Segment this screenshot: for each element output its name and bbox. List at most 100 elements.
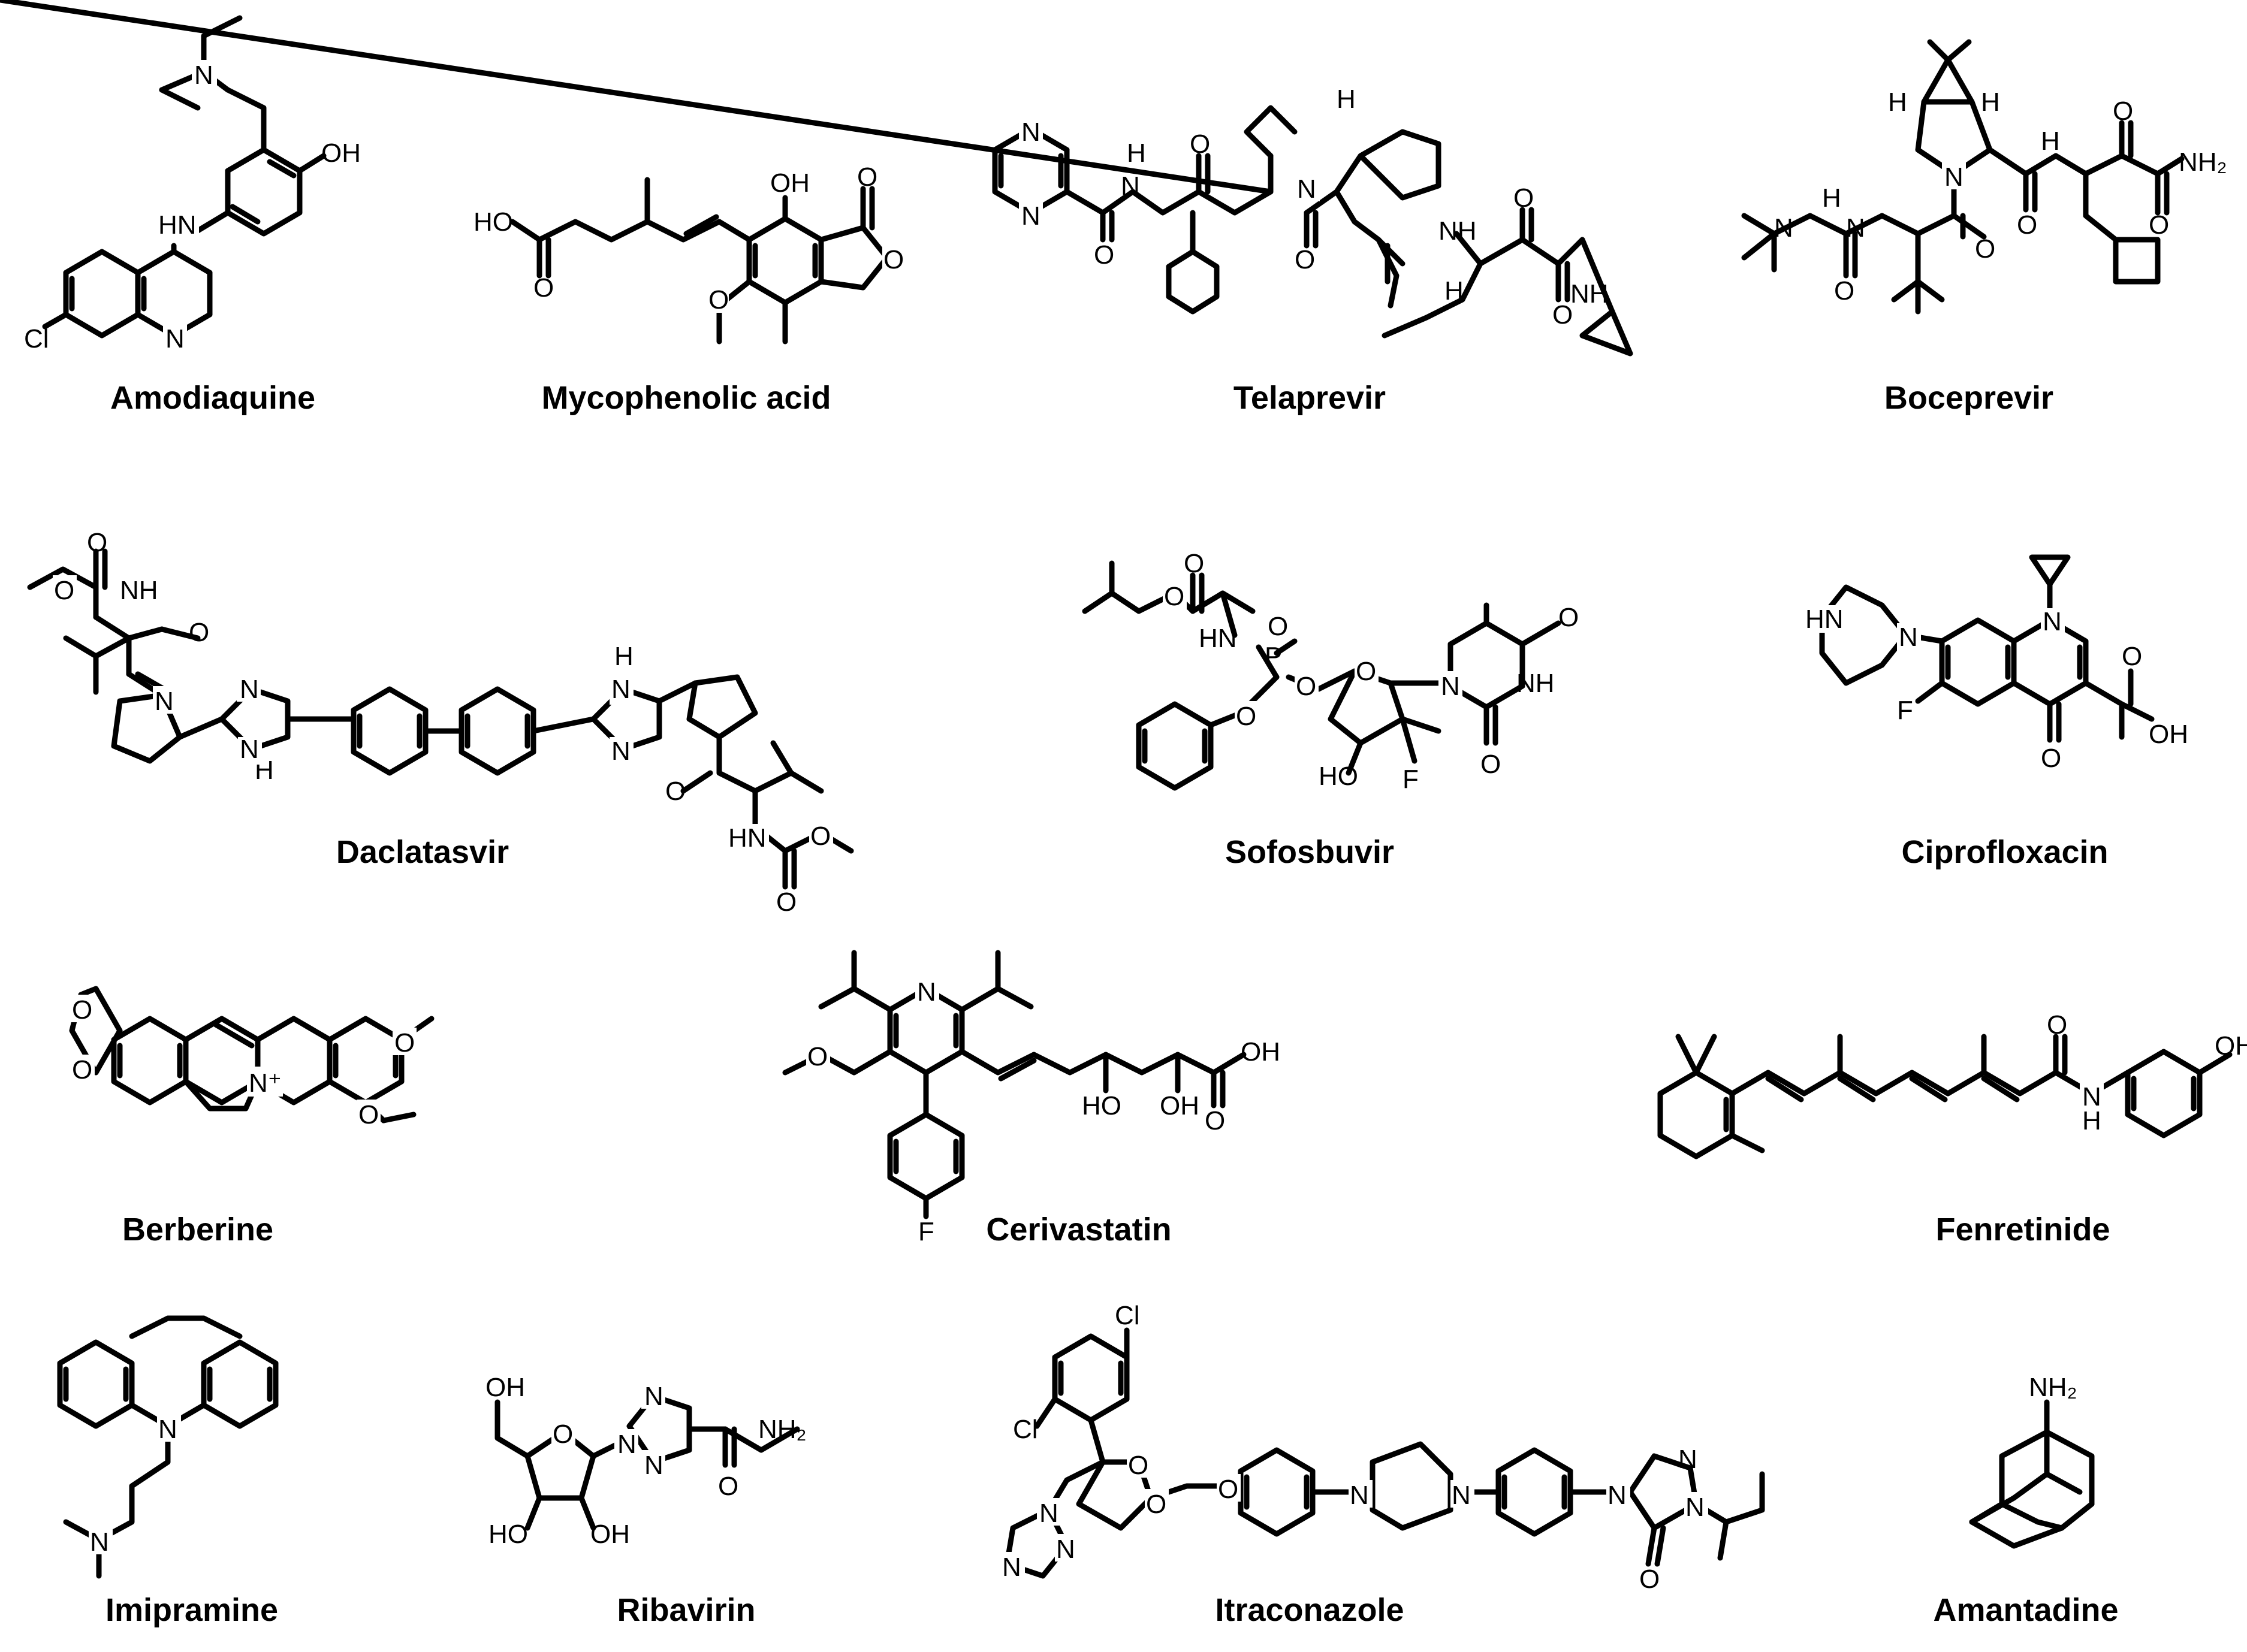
atom-label: N — [917, 977, 936, 1007]
atom-label: H — [1444, 276, 1464, 306]
ciprofloxacin-atoms: HN N N F O O OH — [1804, 605, 2188, 773]
amodiaquine-atoms: N OH HN Cl N — [24, 60, 361, 354]
atom-label: N — [644, 1382, 663, 1411]
atom-label: HN — [1805, 605, 1844, 634]
compound-name: Itraconazole — [1215, 1592, 1404, 1628]
atom-label: OH — [485, 1373, 525, 1402]
atom-label: F — [1403, 765, 1419, 794]
atom-label: Cl — [1013, 1415, 1038, 1444]
atom-label: O — [2041, 744, 2061, 773]
cerivastatin-bonds — [782, 950, 1247, 1219]
daclatasvir-atoms: O O NH O N N H N H N N O HN O O — [53, 528, 833, 917]
atom-label: HN — [728, 823, 767, 853]
itraconazole-bonds — [1004, 1327, 1765, 1579]
mycophenolic-acid-atoms: HO O OH O O O — [473, 162, 904, 315]
atom-label: N — [1899, 623, 1918, 652]
atom-label: HO — [1319, 762, 1358, 791]
compound-telaprevir: N N H N O O N H NH O O H O NH Telaprevir — [0, 0, 1633, 416]
atom-label: N — [1846, 213, 1865, 243]
mycophenolic-acid-bonds — [509, 177, 890, 345]
atom-label: O — [533, 273, 554, 303]
atom-label: O — [776, 887, 797, 917]
compound-name: Amantadine — [1933, 1592, 2118, 1628]
atom-label: N — [1678, 1445, 1697, 1474]
cerivastatin-atoms: N O HO OH O OH F — [806, 977, 1280, 1246]
atom-label: H — [614, 642, 634, 671]
atom-label: OH — [321, 138, 361, 168]
atom-label: OH — [2215, 1031, 2247, 1061]
atom-label: O — [1190, 129, 1210, 159]
atom-label: N — [2043, 607, 2062, 636]
atom-label: O — [1552, 300, 1573, 330]
atom-label: O — [665, 777, 686, 806]
atom-label: N — [194, 61, 213, 90]
atom-label: F — [1897, 696, 1913, 725]
atom-label: HO — [473, 207, 513, 237]
atom-label: OH — [590, 1520, 630, 1549]
atom-label: O — [1480, 750, 1501, 779]
atom-label: N — [611, 675, 631, 704]
itraconazole-atoms: Cl Cl O O O N N N N N N N N O — [1001, 1301, 1708, 1594]
atom-label: Cl — [24, 324, 49, 354]
atom-label: N — [165, 324, 185, 354]
compound-name: Sofosbuvir — [1225, 834, 1394, 870]
imipramine-atoms: N N — [89, 1414, 181, 1557]
compound-mycophenolic-acid: HO O OH O O O Mycophenolic acid — [473, 162, 904, 416]
compound-name: Amodiaquine — [110, 380, 315, 416]
atom-label: O — [1513, 183, 1534, 213]
atom-label: Cl — [1115, 1301, 1140, 1330]
atom-label: O — [1236, 702, 1256, 731]
atom-label: N — [1774, 213, 1793, 243]
compound-imipramine: N N Imipramine — [57, 1315, 279, 1628]
atom-label: N — [1021, 201, 1040, 231]
atom-label: NH₂ — [2029, 1373, 2077, 1402]
atom-label: O — [2122, 642, 2142, 671]
compound-daclatasvir: O O NH O N N H N H N N O HN O O Daclatas… — [27, 528, 854, 917]
ciprofloxacin-bonds — [1819, 554, 2155, 743]
atom-label: N — [2082, 1082, 2101, 1112]
atom-label: O — [1295, 245, 1315, 274]
atom-label: NH₂ — [2179, 147, 2227, 177]
imipramine-bonds — [57, 1315, 279, 1579]
atom-label: N — [1441, 672, 1460, 701]
atom-label: O — [87, 528, 107, 557]
atom-label: N — [158, 1415, 177, 1444]
atom-label: O — [189, 618, 209, 647]
atom-label: O — [810, 822, 831, 851]
compound-name: Mycophenolic acid — [541, 380, 831, 416]
atom-label: O — [807, 1042, 828, 1071]
atom-label: O — [1296, 672, 1316, 701]
atom-label: N⁺ — [249, 1068, 282, 1098]
atom-label: HN — [1199, 624, 1237, 653]
amantadine-atoms: NH₂ — [2029, 1373, 2077, 1402]
boceprevir-atoms: H H O NH₂ H N H N N O O O O — [1774, 87, 2227, 306]
atom-label: O — [1094, 240, 1114, 270]
compound-name: Ribavirin — [617, 1592, 755, 1628]
atom-label: OH — [2149, 720, 2188, 749]
atom-label: O — [72, 1055, 92, 1085]
fenretinide-atoms: O OH N H — [2047, 1010, 2247, 1135]
atom-label: HN — [158, 210, 197, 240]
atom-label: H — [2041, 126, 2060, 156]
telaprevir-bonds — [0, 0, 1633, 357]
compound-name: Imipramine — [105, 1592, 278, 1628]
compound-amodiaquine: N OH HN Cl N Amodiaquine — [24, 15, 361, 416]
atom-label: OH — [770, 168, 810, 198]
compound-sofosbuvir: O O HN P O O O O N O NH O HO F Sofosbuvi… — [1082, 549, 1579, 870]
atom-label: O — [718, 1472, 738, 1501]
atom-label: N — [240, 675, 259, 704]
amantadine-bonds — [1969, 1399, 2095, 1549]
atom-label: O — [708, 285, 729, 315]
compound-name: Boceprevir — [1884, 380, 2053, 416]
telaprevir-atoms: N N H N O O N H NH O O H O NH — [1019, 84, 1609, 330]
compound-name: Ciprofloxacin — [1901, 834, 2108, 870]
atom-label: H — [1888, 87, 1907, 117]
atom-label: O — [1146, 1490, 1166, 1519]
compound-name: Cerivastatin — [986, 1212, 1171, 1248]
atom-label: O — [1184, 549, 1204, 578]
atom-label: H — [1337, 84, 1356, 114]
atom-label: N — [617, 1430, 637, 1459]
atom-label: NH — [1516, 669, 1555, 698]
atom-label: N — [1121, 171, 1140, 201]
